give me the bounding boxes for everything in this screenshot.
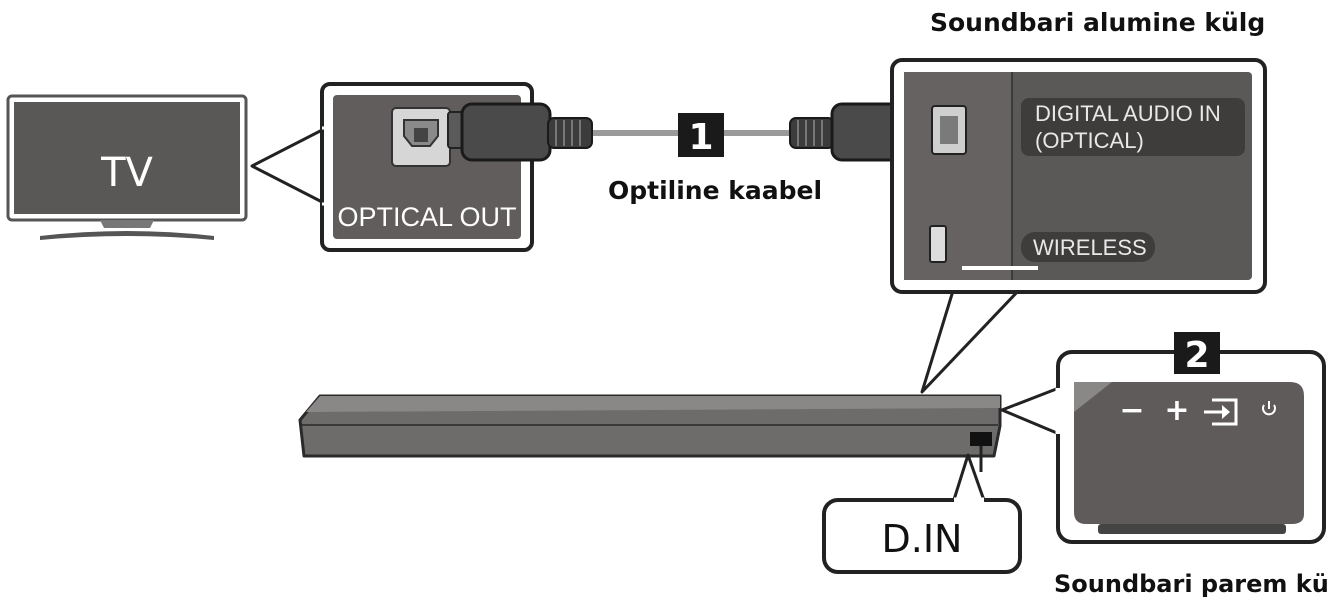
soundbar-right-title: Soundbari parem külg [1054, 570, 1329, 598]
soundbar-bottom-callout: DIGITAL AUDIO IN (OPTICAL) WIRELESS [890, 58, 1267, 394]
d-in-callout: D.IN [822, 453, 1022, 574]
wireless-label: WIRELESS [1033, 235, 1147, 260]
optical-plug-left-icon [460, 102, 552, 162]
source-input-icon[interactable] [1204, 398, 1238, 426]
soundbar-right-callout: 2 − + [1000, 332, 1326, 544]
digital-audio-in-label: DIGITAL AUDIO IN [1035, 101, 1221, 126]
step-2-badge [1174, 332, 1220, 374]
d-in-label: D.IN [882, 517, 963, 561]
power-icon[interactable] [1262, 401, 1276, 416]
svg-text:1: 1 [688, 117, 713, 158]
wireless-slot-icon [929, 225, 947, 263]
optical-out-label: OPTICAL OUT [337, 202, 516, 232]
volume-up-button[interactable]: + [1164, 393, 1189, 428]
d-in-port-icon [970, 432, 992, 446]
optical-cable: 1 [447, 102, 925, 162]
volume-down-button[interactable]: − [1119, 393, 1144, 428]
tv-label: TV [100, 150, 153, 196]
tv-illustration: TV [6, 94, 248, 240]
step-1-badge [678, 113, 724, 157]
svg-text:2: 2 [1184, 335, 1209, 376]
soundbar-illustration [298, 394, 1002, 472]
optical-sub-label: (OPTICAL) [1035, 128, 1144, 153]
optical-cable-label: Optiline kaabel [608, 176, 823, 205]
soundbar-bottom-title: Soundbari alumine külg [930, 8, 1266, 37]
